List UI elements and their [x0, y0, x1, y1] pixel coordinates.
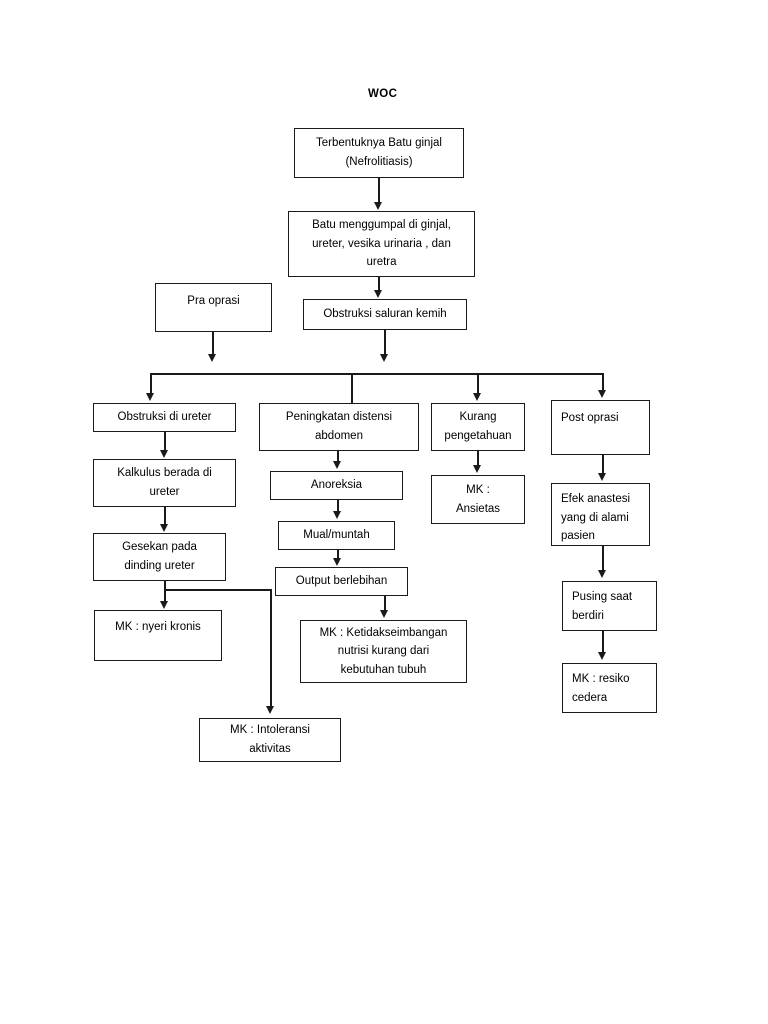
arrowhead-n15-n18 [380, 610, 388, 618]
edge-n12-n16 [602, 546, 604, 571]
arrowhead-n14-n15 [333, 558, 341, 566]
node-line: aktivitas [249, 743, 291, 755]
arrowhead-n1-n2 [374, 202, 382, 210]
edge-n8-n12 [602, 455, 604, 474]
node-line: Terbentuknya Batu ginjal [316, 137, 442, 150]
node-mual-muntah[interactable]: Mual/muntah [278, 521, 395, 550]
node-mk-nyeri-kronis[interactable]: MK : nyeri kronis [94, 610, 222, 661]
arrowhead-n12-n16 [598, 570, 606, 578]
node-obstruksi-saluran-kemih[interactable]: Obstruksi saluran kemih [303, 299, 467, 330]
edge-bus-n6 [351, 373, 353, 403]
node-line: Post oprasi [561, 412, 619, 424]
arrowhead-bus-n8 [598, 390, 606, 398]
arrowhead-n7-n11 [473, 465, 481, 473]
node-efek-anastesi[interactable]: Efek anastesi yang di alami pasien [551, 483, 650, 546]
node-line: Peningkatan distensi [285, 411, 393, 424]
node-mk-ketidakseimbangan-nutrisi[interactable]: MK : Ketidakseimbangan nutrisi kurang da… [300, 620, 467, 683]
edge-n3-bus [212, 332, 214, 357]
node-batu-menggumpal[interactable]: Batu menggumpal di ginjal, ureter, vesik… [288, 211, 475, 277]
edge-n7-n11 [477, 451, 479, 466]
node-line: MK : Ketidakseimbangan [319, 626, 448, 639]
arrowhead-bus-n5 [146, 393, 154, 401]
edge-n14-n15 [337, 550, 339, 559]
node-line: abdomen [315, 430, 363, 442]
node-line: ureter, vesika urinaria , dan [312, 237, 451, 250]
arrowhead-n5-n9 [160, 450, 168, 458]
node-mk-ansietas[interactable]: MK : Ansietas [431, 475, 525, 524]
edge-bus-horizontal [150, 373, 603, 375]
node-line: kebutuhan tubuh [340, 663, 427, 676]
diagram-title: WOC [368, 88, 398, 100]
node-line: Batu menggumpal di ginjal, [312, 219, 451, 232]
node-line: Kurang [459, 411, 497, 424]
node-pusing-saat-berdiri[interactable]: Pusing saat berdiri [562, 581, 657, 631]
node-line: Ansietas [455, 502, 501, 515]
node-line: pasien [561, 530, 595, 543]
node-post-oprasi[interactable]: Post oprasi [551, 400, 650, 455]
node-line: cedera [572, 691, 608, 704]
node-line: Output berlebihan [295, 575, 388, 588]
node-line: Obstruksi di ureter [117, 411, 212, 424]
edge-n15-n18 [384, 596, 386, 611]
node-line: berdiri [572, 609, 604, 622]
arrowhead-n3-bus [208, 354, 216, 362]
edge-bus-n7 [477, 373, 479, 395]
node-anoreksia[interactable]: Anoreksia [270, 471, 403, 500]
arrowhead-n10-n14 [333, 511, 341, 519]
node-terbentuknya-batu-ginjal[interactable]: Terbentuknya Batu ginjal (Nefrolitiasis) [294, 128, 464, 178]
edge-n10-n14 [337, 500, 339, 513]
node-line: MK : Intoleransi [230, 724, 310, 737]
node-obstruksi-di-ureter[interactable]: Obstruksi di ureter [93, 403, 236, 432]
node-line: Anoreksia [310, 479, 363, 492]
edge-n13-n20-vertical [270, 589, 272, 708]
node-line: uretra [366, 256, 397, 269]
node-line: Pra oprasi [187, 295, 240, 307]
edge-n13-n20-horizontal [164, 589, 272, 591]
node-line: Mual/muntah [303, 529, 370, 542]
node-line: MK : nyeri kronis [115, 621, 201, 633]
edge-n4-bus [384, 330, 386, 356]
arrowhead-n6-n10 [333, 461, 341, 469]
arrowhead-n13-n20 [266, 706, 274, 714]
node-line: Gesekan pada [122, 541, 197, 554]
edge-n9-n13 [164, 507, 166, 525]
arrowhead-n2-n4 [374, 290, 382, 298]
edge-n5-n9 [164, 432, 166, 451]
arrowhead-n4-bus [380, 354, 388, 362]
edge-bus-left-drop [150, 373, 152, 395]
node-line: dinding ureter [124, 560, 195, 572]
arrowhead-n9-n13 [160, 524, 168, 532]
node-pra-oprasi[interactable]: Pra oprasi [155, 283, 272, 332]
node-line: (Nefrolitiasis) [345, 156, 413, 168]
node-line: MK : [466, 483, 490, 496]
node-mk-intoleransi-aktivitas[interactable]: MK : Intoleransi aktivitas [199, 718, 341, 762]
node-mk-resiko-cedera[interactable]: MK : resiko cedera [562, 663, 657, 713]
arrowhead-n16-n19 [598, 652, 606, 660]
edge-n13-n17 [164, 581, 166, 602]
node-kalkulus-berada-di-ureter[interactable]: Kalkulus berada di ureter [93, 459, 236, 507]
node-output-berlebihan[interactable]: Output berlebihan [275, 567, 408, 596]
node-line: Kalkulus berada di [117, 467, 212, 480]
node-line: ureter [149, 486, 180, 498]
edge-n16-n19 [602, 631, 604, 653]
edge-n2-n4 [378, 277, 380, 291]
arrowhead-n13-n17 [160, 601, 168, 609]
node-line: Obstruksi saluran kemih [323, 308, 447, 321]
node-line: MK : resiko [572, 673, 630, 685]
edge-n1-n2 [378, 178, 380, 203]
edge-n6-n10 [337, 451, 339, 462]
node-line: Efek anastesi [561, 493, 631, 505]
node-line: nutrisi kurang dari [337, 645, 430, 658]
edge-bus-n8 [602, 373, 604, 393]
node-gesekan-pada-dinding-ureter[interactable]: Gesekan pada dinding ureter [93, 533, 226, 581]
node-kurang-pengetahuan[interactable]: Kurang pengetahuan [431, 403, 525, 451]
arrowhead-bus-n7 [473, 393, 481, 401]
node-line: yang di alami [561, 511, 629, 524]
node-peningkatan-distensi-abdomen[interactable]: Peningkatan distensi abdomen [259, 403, 419, 451]
node-line: Pusing saat [572, 591, 633, 603]
arrowhead-n8-n12 [598, 473, 606, 481]
node-line: pengetahuan [444, 430, 512, 442]
